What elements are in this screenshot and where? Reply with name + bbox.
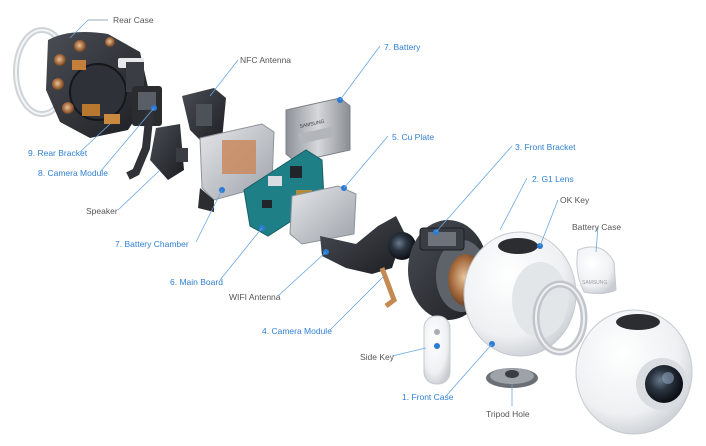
camera-module-4-part: [320, 216, 416, 308]
label-side-key: Side Key: [360, 352, 395, 362]
label-nfc-antenna: NFC Antenna: [240, 55, 292, 65]
label-battery: 7. Battery: [384, 42, 421, 52]
side-key-part: [423, 315, 451, 385]
battery-part: SAMSUNG: [285, 97, 351, 163]
g1-lens-part: [532, 280, 588, 356]
cu-plate-part: [289, 185, 357, 245]
label-speaker: Speaker: [86, 206, 118, 216]
speaker-part: [150, 124, 188, 180]
label-ok-key: OK Key: [560, 195, 590, 205]
label-camera-module-4: 4. Camera Module: [262, 326, 332, 336]
label-g1-lens: 2. G1 Lens: [532, 174, 574, 184]
label-cu-plate: 5. Cu Plate: [392, 132, 435, 142]
camera-module-8-part: [126, 86, 162, 180]
label-front-case: 1. Front Case: [402, 392, 454, 402]
label-tripod-hole: Tripod Hole: [486, 409, 530, 419]
label-battery-case: Battery Case: [572, 222, 622, 232]
label-rear-bracket: 9. Rear Bracket: [28, 148, 88, 158]
battery-chamber-part: [198, 123, 275, 212]
assembled-camera: [575, 309, 693, 435]
label-rear-case: Rear Case: [113, 15, 154, 25]
label-battery-chamber: 7. Battery Chamber: [115, 239, 189, 249]
label-main-board: 6. Main Board: [170, 277, 223, 287]
nfc-antenna-part: [182, 88, 226, 146]
tripod-hole-part: [486, 368, 538, 388]
label-front-bracket: 3. Front Bracket: [515, 142, 576, 152]
rear-case-part: [46, 32, 150, 138]
battery-case-brand-text: SAMSUNG: [582, 280, 607, 286]
battery-brand-text: SAMSUNG: [299, 119, 325, 130]
front-case-part: [463, 231, 577, 357]
leader-lines: [69, 19, 599, 406]
battery-case-part: SAMSUNG: [576, 246, 617, 295]
label-wifi-antenna: WIFI Antenna: [229, 292, 281, 302]
label-camera-module-8: 8. Camera Module: [38, 168, 108, 178]
